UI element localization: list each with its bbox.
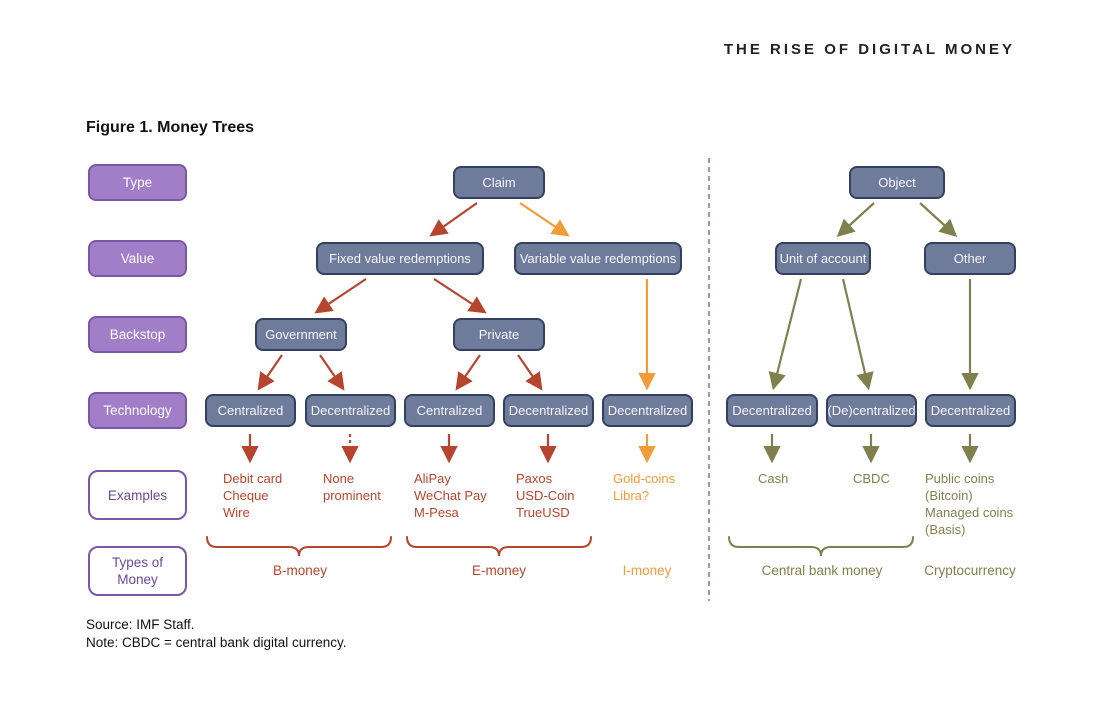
node-government: Government xyxy=(255,318,347,351)
brace-central-bank-money xyxy=(728,536,914,557)
brace-e-money xyxy=(406,536,592,557)
node-other: Other xyxy=(924,242,1016,275)
money-type-e-money: E-money xyxy=(471,563,527,578)
arrow-government-to-centralized xyxy=(257,354,283,391)
node-tech-decentralized-3: Decentralized xyxy=(602,394,693,427)
node-tech-decentralized-right-2: Decentralized xyxy=(925,394,1016,427)
money-type-i-money: I-money xyxy=(622,563,672,578)
brace-b-money xyxy=(206,536,392,557)
row-label-types-of-money: Types of Money xyxy=(88,546,187,596)
node-variable-value-redemptions: Variable value redemptions xyxy=(514,242,682,275)
row-label-technology: Technology xyxy=(88,392,187,429)
node-fixed-value-redemptions: Fixed value redemptions xyxy=(316,242,484,275)
figure-title: Figure 1. Money Trees xyxy=(86,119,255,136)
document-header-title: THE RISE OF DIGITAL MONEY xyxy=(723,41,1015,58)
examples-gold-coins: Gold-coins Libra? xyxy=(613,471,676,503)
source-note: Source: IMF Staff. xyxy=(86,617,195,632)
examples-public-coins: Public coins (Bitcoin) Managed coins (Ba… xyxy=(925,471,1014,537)
arrow-claim-to-variable xyxy=(519,202,570,237)
money-type-b-money: B-money xyxy=(272,563,328,578)
arrow-unit-to-decentralized2 xyxy=(841,278,874,391)
node-tech-decentralized-2: Decentralized xyxy=(503,394,594,427)
examples-alipay: AliPay WeChat Pay M-Pesa xyxy=(414,471,487,520)
examples-none-prominent: None prominent xyxy=(323,471,381,503)
examples-debit-card: Debit card Cheque Wire xyxy=(223,471,283,520)
node-unit-of-account: Unit of account xyxy=(775,242,871,275)
row-label-backstop: Backstop xyxy=(88,316,187,353)
node-private: Private xyxy=(453,318,545,351)
cbdc-note: Note: CBDC = central bank digital curren… xyxy=(86,635,347,650)
arrow-unit-to-decentralized xyxy=(768,278,803,391)
examples-cash: Cash xyxy=(758,471,789,486)
examples-cbdc: CBDC xyxy=(853,471,890,486)
money-type-central-bank-money: Central bank money xyxy=(761,563,883,578)
arrow-fixed-to-government xyxy=(314,278,367,314)
row-label-value: Value xyxy=(88,240,187,277)
node-object: Object xyxy=(849,166,945,199)
examples-paxos: Paxos USD-Coin TrueUSD xyxy=(516,471,575,520)
node-tech-decentralized-right-1: Decentralized xyxy=(726,394,818,427)
arrow-private-to-decentralized xyxy=(517,354,543,391)
node-claim: Claim xyxy=(453,166,545,199)
row-label-type: Type xyxy=(88,164,187,201)
arrow-object-to-other xyxy=(919,202,958,237)
arrow-claim-to-fixed xyxy=(429,202,478,237)
arrow-object-to-unit xyxy=(836,202,875,237)
node-tech-decentralized-1: Decentralized xyxy=(305,394,396,427)
arrow-private-to-centralized xyxy=(455,354,481,391)
arrow-fixed-to-private xyxy=(433,278,487,314)
row-label-examples: Examples xyxy=(88,470,187,520)
node-tech-de-centralized-right: (De)centralized xyxy=(826,394,917,427)
node-tech-centralized-2: Centralized xyxy=(404,394,495,427)
arrow-government-to-decentralized xyxy=(319,354,345,391)
money-type-cryptocurrency: Cryptocurrency xyxy=(924,563,1016,578)
node-tech-centralized-1: Centralized xyxy=(205,394,296,427)
